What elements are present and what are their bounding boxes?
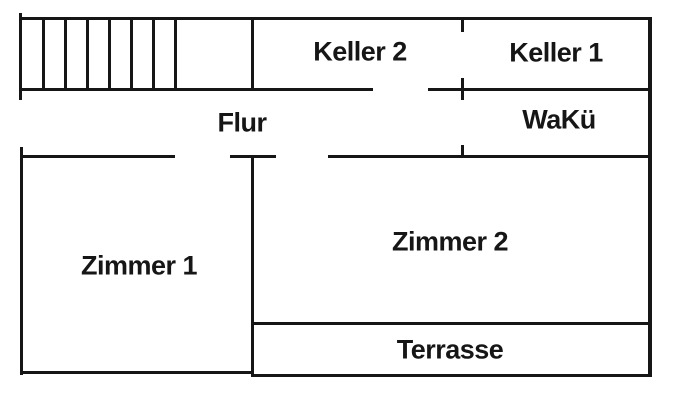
- wall-terrasse-top: [251, 322, 652, 325]
- room-label-zimmer1: Zimmer 1: [80, 250, 198, 281]
- room-label-keller1: Keller 1: [509, 37, 603, 68]
- wall-zimmer1-bottom: [20, 371, 254, 374]
- wall-left-lower: [20, 147, 23, 375]
- wall-keller1-bottom: [428, 88, 652, 91]
- stair-tread: [152, 18, 155, 90]
- wall-flur-bottom-west: [20, 155, 175, 158]
- wall-flur-bottom-east: [328, 155, 652, 158]
- stair-tread: [174, 18, 177, 90]
- stair-tread: [108, 18, 111, 90]
- room-label-terrasse: Terrasse: [396, 334, 504, 365]
- wall-stair-keller2-divider: [251, 17, 254, 90]
- room-label-keller2: Keller 2: [313, 36, 407, 67]
- wall-stair-keller-bottom: [20, 88, 373, 91]
- stair-tread: [86, 18, 89, 90]
- wall-top: [20, 17, 652, 20]
- tick-keller-divider-top: [461, 17, 464, 32]
- stair-tread: [42, 18, 45, 90]
- wall-terrasse-bottom: [251, 374, 652, 377]
- wall-right: [648, 17, 652, 374]
- tick-waku-flur-divider: [461, 145, 464, 158]
- wall-left-upper: [19, 13, 22, 100]
- room-label-zimmer2: Zimmer 2: [391, 226, 509, 257]
- room-label-waku: WaKü: [522, 104, 596, 135]
- room-label-flur: Flur: [217, 107, 268, 138]
- tick-keller-waku-divider: [461, 78, 464, 100]
- stair-tread: [130, 18, 133, 90]
- wall-zimmer1-zimmer2-divider: [251, 155, 254, 375]
- stair-tread: [64, 18, 67, 90]
